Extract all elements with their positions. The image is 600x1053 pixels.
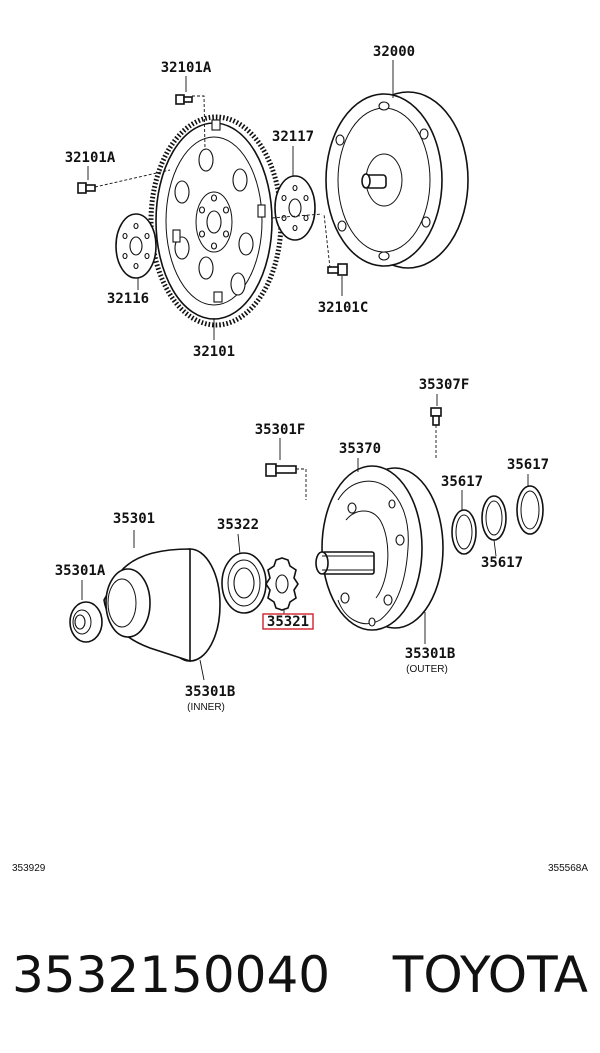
label-32101a-top[interactable]: 32101A [161,60,212,76]
label-32101a-left[interactable]: 32101A [65,150,116,166]
oil-seal-35301a[interactable] [69,580,103,643]
bolt-35307f[interactable] [430,394,442,460]
label-35617-b[interactable]: 35617 [481,555,523,571]
label-35321[interactable]: 35321 [267,614,309,630]
note-inner: (INNER) [187,702,225,713]
label-35617-c[interactable]: 35617 [507,457,549,473]
driven-gear-35322[interactable] [221,533,267,614]
part-number: 3532150040 [12,946,331,1004]
part-highlight-35321 [262,613,314,630]
label-35301b-inner[interactable]: 35301B [185,684,236,700]
drive-plate-32101[interactable] [148,114,284,340]
label-35301f[interactable]: 35301F [255,422,306,438]
drive-gear-35321[interactable] [262,557,314,630]
note-outer: (OUTER) [406,664,448,675]
diagram-code-left: 353929 [12,863,46,874]
bolt-32101c[interactable] [323,213,348,296]
o-ring-35617-a[interactable] [451,490,477,555]
spacer-32117[interactable] [271,146,323,241]
o-ring-35617-c[interactable] [516,474,544,535]
bolt-32101a-top[interactable] [175,76,206,151]
label-35370[interactable]: 35370 [339,441,381,457]
label-32117[interactable]: 32117 [272,129,314,145]
label-32101c[interactable]: 32101C [318,300,369,316]
bolt-35301f[interactable] [265,438,307,500]
label-32101[interactable]: 32101 [193,344,235,360]
label-35301b-outer[interactable]: 35301B [405,646,456,662]
brand-name: TOYOTA [392,946,588,1004]
label-35617-a[interactable]: 35617 [441,474,483,490]
label-32116[interactable]: 32116 [107,291,149,307]
oil-pump-body-35370[interactable] [315,458,444,644]
label-35301[interactable]: 35301 [113,511,155,527]
torque-converter-32000[interactable] [325,60,469,269]
footer: 3532150040 TOYOTA [0,930,600,1020]
label-35322[interactable]: 35322 [217,517,259,533]
label-35307f[interactable]: 35307F [419,377,470,393]
bolt-32101a-left[interactable] [77,166,171,194]
parts-diagram: 32000 32101A 32101A 32117 32116 32101C 3… [12,44,588,874]
o-ring-35617-b[interactable] [481,495,507,557]
diagram-code-right: 355568A [548,863,588,874]
pump-cover-35301[interactable] [103,530,221,681]
label-32000[interactable]: 32000 [373,44,415,60]
label-35301a[interactable]: 35301A [55,563,106,579]
spacer-32116[interactable] [115,213,157,290]
